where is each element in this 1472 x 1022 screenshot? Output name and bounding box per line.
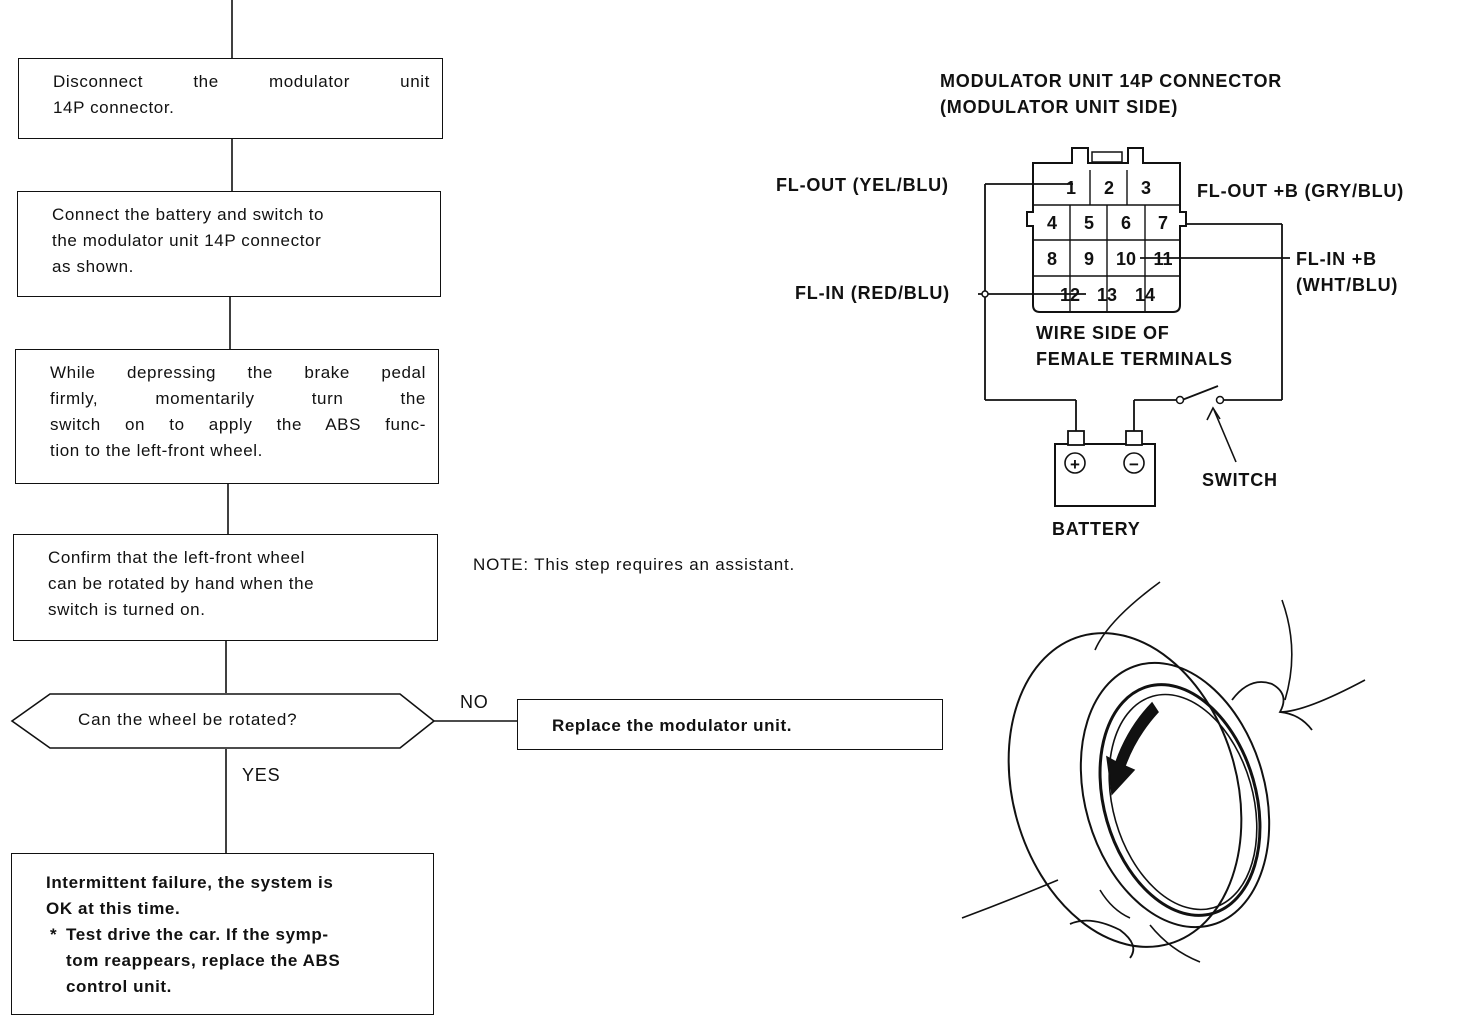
no-result-text: Replace the modulator unit. (552, 716, 793, 735)
label-wire-side-line2: FEMALE TERMINALS (1036, 349, 1233, 369)
pin-number: 12 (1060, 285, 1080, 305)
rotation-arrow-icon (1106, 701, 1159, 796)
minus-icon (1123, 452, 1145, 474)
battery-negative-post (1125, 430, 1143, 446)
bullet-asterisk: * (50, 925, 58, 944)
switch-lever (1181, 385, 1219, 401)
pin-number: 3 (1141, 178, 1151, 198)
step2-line3: as shown. (52, 257, 134, 276)
pin-number: 2 (1104, 178, 1114, 198)
switch-contact-b (1215, 395, 1225, 405)
yes-result-line1: Intermittent failure, the system is (46, 873, 334, 892)
label-fl-in-b-line1: FL-IN +B (1296, 249, 1377, 269)
pin-number: 10 (1116, 249, 1136, 269)
decision-diamond (10, 693, 436, 749)
pin-number: 8 (1047, 249, 1057, 269)
hand-left (1069, 919, 1135, 959)
label-fl-in: FL-IN (RED/BLU) (795, 283, 950, 303)
step2-line1: Connect the battery and switch to (52, 205, 325, 224)
bullet-text-1: Test drive the car. If the symp- (66, 925, 329, 944)
battery-icon (1054, 443, 1156, 507)
hand-right (1231, 681, 1313, 731)
tire-inner (1079, 661, 1271, 929)
switch-contact-a (1175, 395, 1185, 405)
pin-number: 9 (1084, 249, 1094, 269)
pin-number: 14 (1135, 285, 1155, 305)
pin-number: 11 (1153, 249, 1172, 269)
step4-line3: switch is turned on. (48, 600, 206, 619)
step1-line1: Disconnect the modulator unit (53, 72, 430, 91)
wheel-rotation-icon (961, 581, 1366, 963)
flow-connectors (225, 0, 518, 853)
result-replace-modulator: Replace the modulator unit. (517, 699, 943, 750)
step4-line1: Confirm that the left-front wheel (48, 548, 305, 567)
switch-pointer (1206, 406, 1237, 463)
battery-positive-post (1067, 430, 1085, 446)
step4-line2: can be rotated by hand when the (48, 574, 315, 593)
yes-branch-label: YES (242, 765, 281, 785)
pin-number: 7 (1158, 213, 1168, 233)
step3-line3: switch on to apply the ABS func- (50, 415, 426, 434)
pin-number: 1 (1066, 178, 1076, 198)
step3-line4: tion to the left-front wheel. (50, 441, 264, 460)
decision-question: Can the wheel be rotated? (78, 710, 298, 729)
connector-latch (1091, 151, 1123, 163)
step3-line2: firmly, momentarily turn the (50, 389, 426, 408)
yes-result-bullet-line3: control unit. (66, 977, 173, 996)
connector-title-line1: MODULATOR UNIT 14P CONNECTOR (940, 71, 1283, 91)
pin-number: 13 (1097, 285, 1117, 305)
no-branch-label: NO (460, 692, 489, 712)
step2-line2: the modulator unit 14P connector (52, 231, 322, 250)
wheel-rim (1098, 683, 1262, 917)
connector-title-line2: (MODULATOR UNIT SIDE) (940, 97, 1179, 117)
step3-line1: While depressing the brake pedal (50, 363, 426, 382)
step1-line2: 14P connector. (53, 98, 175, 117)
label-fl-in-b-line2: (WHT/BLU) (1296, 275, 1399, 295)
label-battery: BATTERY (1052, 519, 1141, 539)
pin-number: 6 (1121, 213, 1131, 233)
result-intermittent-failure: Intermittent failure, the system is OK a… (11, 853, 434, 1015)
battery-minus-sign: − (1129, 455, 1139, 474)
yes-result-line2: OK at this time. (46, 899, 181, 918)
label-fl-out-b: FL-OUT +B (GRY/BLU) (1197, 181, 1405, 201)
wiring (978, 183, 1290, 432)
plus-icon (1064, 452, 1086, 474)
label-wire-side-line1: WIRE SIDE OF (1036, 323, 1170, 343)
step-connect-battery-switch: Connect the battery and switch to the mo… (17, 191, 441, 297)
pin-number: 4 (1047, 213, 1057, 233)
label-switch: SWITCH (1202, 470, 1278, 490)
step-apply-abs-function: While depressing the brake pedal firmly,… (15, 349, 439, 484)
yes-result-bullet-line1: * Test drive the car. If the symp- (46, 922, 421, 948)
battery-plus-sign: + (1070, 455, 1080, 474)
tire-outer (1007, 632, 1243, 948)
connector-schematic (978, 147, 1290, 507)
step-confirm-wheel-rotation: Confirm that the left-front wheel can be… (13, 534, 438, 641)
yes-result-bullet-line2: tom reappears, replace the ABS (66, 951, 341, 970)
connector-outline (1026, 147, 1187, 313)
pin-number: 5 (1084, 213, 1094, 233)
assistant-note: NOTE: This step requires an assistant. (473, 555, 796, 574)
step-disconnect-connector: Disconnect the modulator unit 14P connec… (18, 58, 443, 139)
wheel-rim-inner (1108, 693, 1258, 911)
label-fl-out: FL-OUT (YEL/BLU) (776, 175, 949, 195)
